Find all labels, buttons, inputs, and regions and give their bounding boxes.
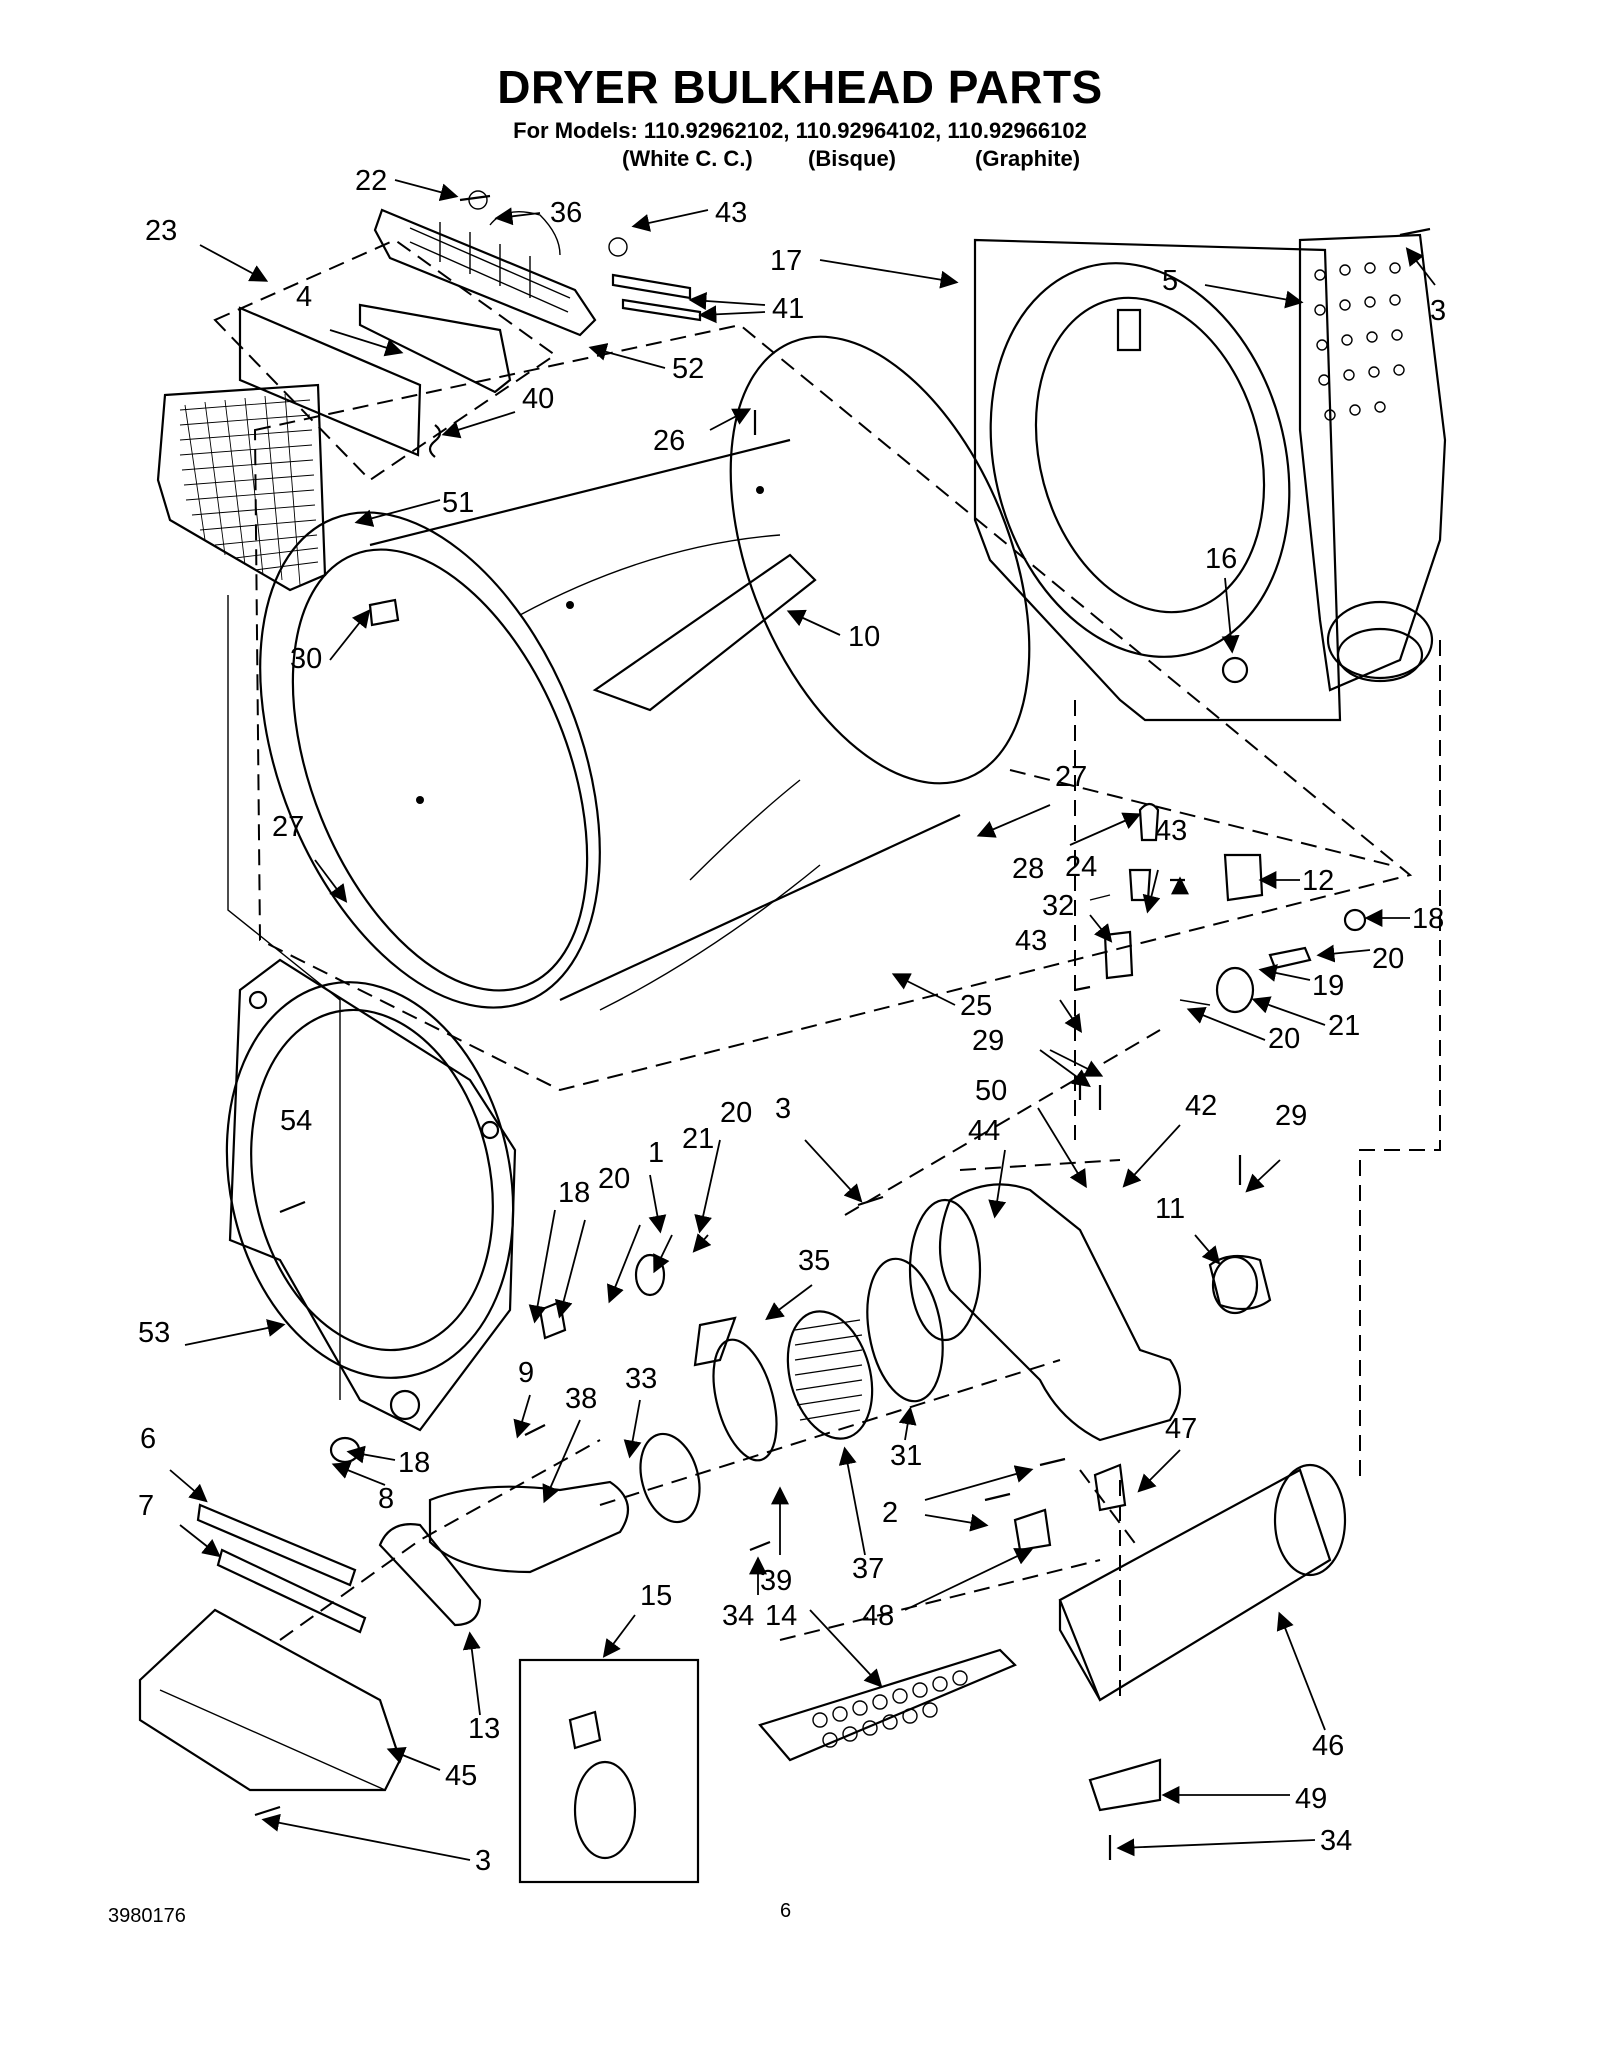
callout-7: 7 [138, 1490, 154, 1522]
callout-54: 54 [280, 1105, 312, 1137]
variant-bisque: (Bisque) [808, 146, 896, 171]
drum-25 [259, 335, 1031, 1011]
lint-screen-parts [156, 190, 702, 627]
callout-29b: 29 [1275, 1100, 1307, 1132]
callout-46: 46 [1312, 1730, 1344, 1762]
leader-lines [169, 179, 1436, 1861]
callout-8: 8 [378, 1483, 394, 1515]
callout-20a: 20 [1372, 943, 1404, 975]
heater-assembly [518, 1463, 1347, 1884]
callout-34b: 34 [1320, 1825, 1352, 1857]
callout-3c: 3 [475, 1845, 491, 1877]
callout-3: 3 [1430, 295, 1446, 327]
callout-40: 40 [522, 383, 554, 415]
callout-39: 39 [760, 1565, 792, 1597]
callout-26: 26 [653, 425, 685, 457]
rear-bulkhead-17 [973, 238, 1342, 722]
callout-6: 6 [140, 1423, 156, 1455]
callout-21a: 21 [1328, 1010, 1360, 1042]
callout-53: 53 [138, 1317, 170, 1349]
callout-37: 37 [852, 1553, 884, 1585]
callout-32: 32 [1042, 890, 1074, 922]
callout-18b: 18 [558, 1177, 590, 1209]
page-title: DRYER BULKHEAD PARTS [497, 61, 1103, 113]
callout-41: 41 [772, 293, 804, 325]
callout-35: 35 [798, 1245, 830, 1277]
blower-assembly [329, 1183, 1272, 1627]
callout-10: 10 [848, 621, 880, 653]
page-number: 6 [780, 1900, 792, 1922]
callout-15: 15 [640, 1580, 672, 1612]
callout-20c: 20 [720, 1097, 752, 1129]
callout-16: 16 [1205, 543, 1237, 575]
assembly-group-outlines [213, 238, 1441, 1700]
callout-29a: 29 [972, 1025, 1004, 1057]
callout-43c: 43 [1015, 925, 1047, 957]
callout-labels: 22 36 43 23 17 5 3 41 4 52 40 26 51 16 1… [138, 165, 1446, 1877]
callout-22: 22 [355, 165, 387, 197]
callout-17: 17 [770, 245, 802, 277]
callout-1: 1 [648, 1137, 664, 1169]
callout-33: 33 [625, 1363, 657, 1395]
callout-51: 51 [442, 487, 474, 519]
callout-18a: 18 [1412, 903, 1444, 935]
callout-19: 19 [1312, 970, 1344, 1002]
callout-21b: 21 [682, 1123, 714, 1155]
callout-4: 4 [296, 281, 312, 313]
callout-13: 13 [468, 1713, 500, 1745]
callout-12: 12 [1302, 865, 1334, 897]
callout-2: 2 [882, 1497, 898, 1529]
callout-43b: 43 [1155, 815, 1187, 847]
callout-48: 48 [862, 1600, 894, 1632]
callout-5: 5 [1162, 265, 1178, 297]
front-bulkhead-53 [225, 958, 517, 1432]
callout-42: 42 [1185, 1090, 1217, 1122]
callout-43: 43 [715, 197, 747, 229]
callout-27b: 27 [272, 811, 304, 843]
callout-11: 11 [1155, 1193, 1185, 1225]
callout-52: 52 [672, 353, 704, 385]
callout-9: 9 [518, 1357, 534, 1389]
callout-28: 28 [1012, 853, 1044, 885]
thermal-parts-cluster [1089, 802, 1367, 1014]
lower-front-parts [138, 1503, 402, 1792]
callout-44: 44 [968, 1115, 1000, 1147]
callout-14: 14 [765, 1600, 797, 1632]
callout-31: 31 [890, 1440, 922, 1472]
callout-20d: 20 [598, 1163, 630, 1195]
models-line: For Models: 110.92962102, 110.92964102, … [513, 118, 1087, 143]
callout-47: 47 [1165, 1413, 1197, 1445]
callout-38: 38 [565, 1383, 597, 1415]
callout-24: 24 [1065, 851, 1097, 883]
callout-20b: 20 [1268, 1023, 1300, 1055]
callout-34a: 34 [722, 1600, 754, 1632]
callout-25: 25 [960, 990, 992, 1022]
callout-36: 36 [550, 197, 582, 229]
callout-27a: 27 [1055, 761, 1087, 793]
callout-3b: 3 [775, 1093, 791, 1125]
variant-white: (White C. C.) [622, 146, 753, 171]
variant-graphite: (Graphite) [975, 146, 1081, 171]
callout-45: 45 [445, 1760, 477, 1792]
callout-18c: 18 [398, 1447, 430, 1479]
callout-50: 50 [975, 1075, 1007, 1107]
callout-49: 49 [1295, 1783, 1327, 1815]
document-number: 3980176 [108, 1905, 186, 1927]
rear-duct-5 [1298, 233, 1447, 692]
callout-23: 23 [145, 215, 177, 247]
callout-30: 30 [290, 643, 322, 675]
